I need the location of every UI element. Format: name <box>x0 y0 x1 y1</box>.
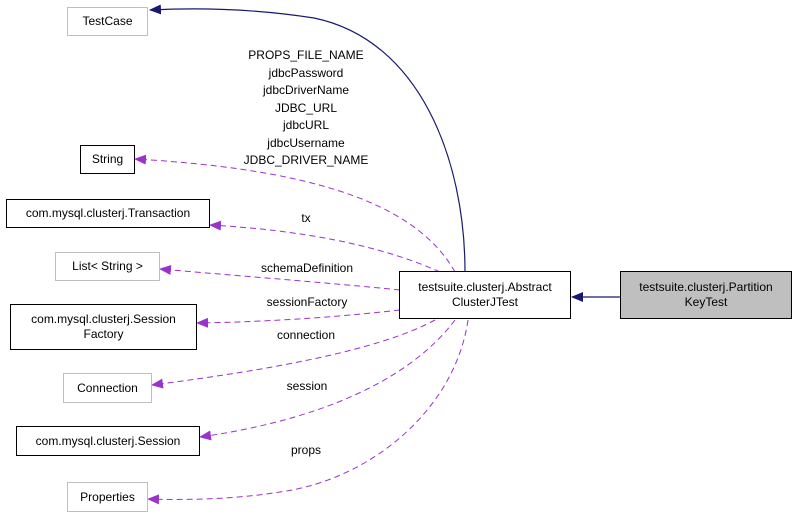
node-label: com.mysql.clusterj.Session Factory <box>31 312 176 341</box>
edge-label-schema-definition: schemaDefinition <box>260 261 354 275</box>
node-label: String <box>91 152 124 166</box>
node-properties[interactable]: Properties <box>67 482 148 512</box>
edge-uses-properties <box>147 319 469 505</box>
edge-label-connection: connection <box>276 328 336 342</box>
node-string[interactable]: String <box>80 145 135 174</box>
node-label: com.mysql.clusterj.Transaction <box>25 206 191 220</box>
edge-label-session-factory: sessionFactory <box>266 295 348 309</box>
node-label: com.mysql.clusterj.Session <box>35 433 181 448</box>
edge-inherits-testcase <box>149 4 466 273</box>
edge-label-tx: tx <box>301 211 311 225</box>
node-label: Properties <box>80 489 135 504</box>
edge-label-line: jdbcUsername <box>267 135 345 150</box>
node-partition-key-test[interactable]: testsuite.clusterj.Partition KeyTest <box>620 271 792 319</box>
edge-label-line: PROPS_FILE_NAME <box>248 48 364 62</box>
node-label: testsuite.clusterj.Partition KeyTest <box>639 280 773 309</box>
node-connection[interactable]: Connection <box>63 373 152 403</box>
node-testcase[interactable]: TestCase <box>67 7 148 36</box>
edge-label-line: jdbcDriverName <box>262 83 350 97</box>
node-session[interactable]: com.mysql.clusterj.Session <box>16 426 200 456</box>
edge-label-line: JDBC_URL <box>274 100 338 115</box>
edge-label-session: session <box>286 379 328 393</box>
node-label: testsuite.clusterj.Abstract ClusterJTest <box>418 280 552 309</box>
edge-label-props: props <box>290 443 322 457</box>
edge-label-string-fields: PROPS_FILE_NAME jdbcPassword jdbcDriverN… <box>244 48 369 171</box>
node-label: Connection <box>77 380 138 395</box>
node-label: List< String > <box>72 259 143 273</box>
edge-uses-session <box>199 319 456 441</box>
node-list-string[interactable]: List< String > <box>55 252 160 281</box>
edge-uses-connection <box>151 319 436 389</box>
node-session-factory[interactable]: com.mysql.clusterj.Session Factory <box>10 304 197 350</box>
edge-label-line: jdbcPassword <box>268 65 344 80</box>
edge-label-line: JDBC_DRIVER_NAME <box>243 153 369 167</box>
node-abstract-clusterj-test[interactable]: testsuite.clusterj.Abstract ClusterJTest <box>399 271 571 319</box>
node-label: TestCase <box>82 14 133 28</box>
edge-uses-sessionfactory <box>196 309 401 328</box>
edge-label-line: jdbcURL <box>282 118 330 132</box>
edge-uses-transaction <box>209 220 441 273</box>
node-transaction[interactable]: com.mysql.clusterj.Transaction <box>6 199 210 228</box>
edge-uses-list <box>159 264 401 291</box>
